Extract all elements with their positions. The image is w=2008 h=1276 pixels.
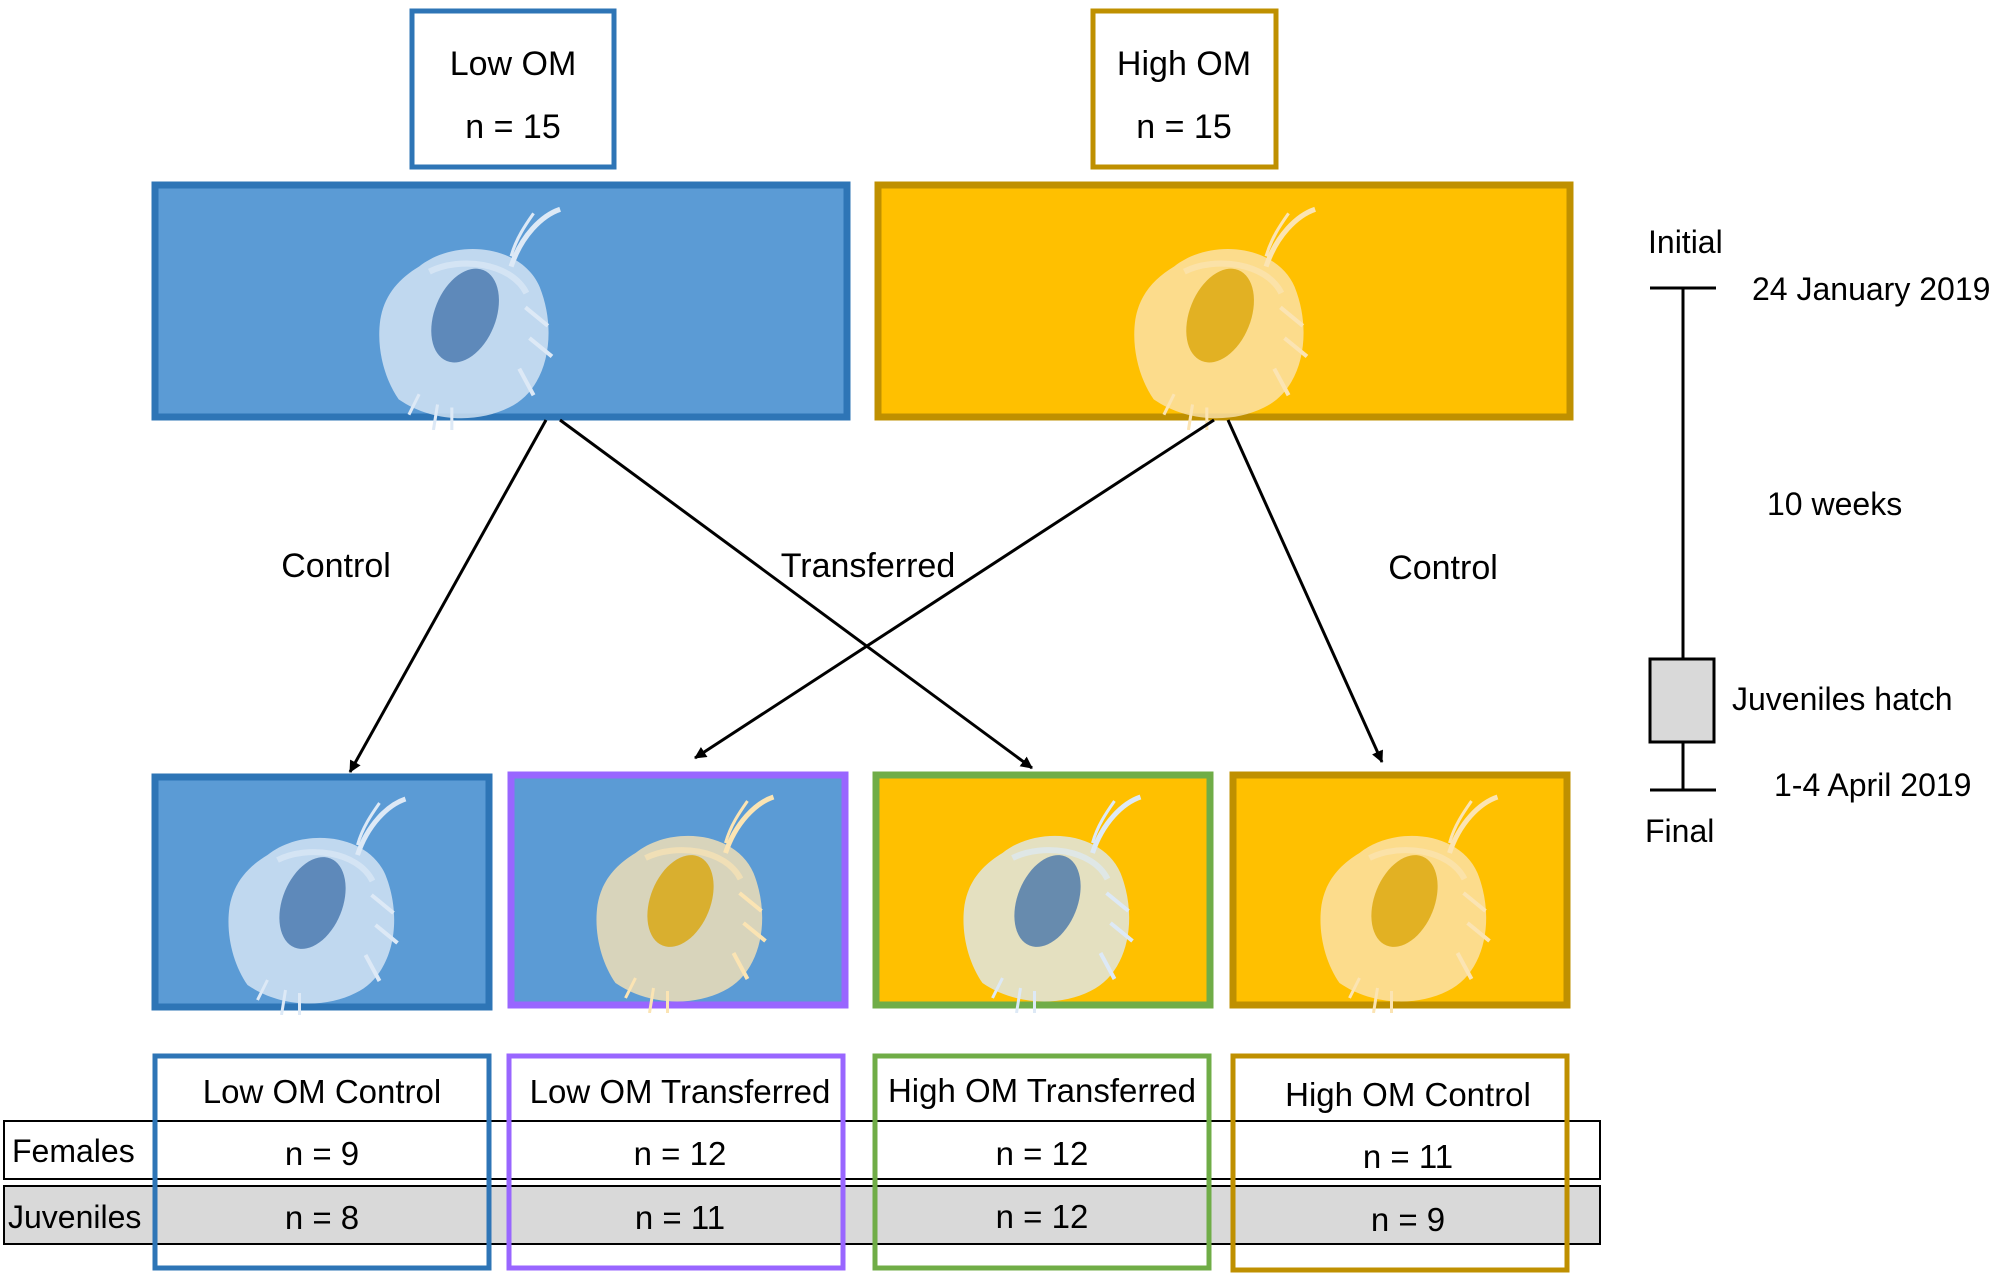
group-name-high-om: High OM [1117, 45, 1251, 83]
habitat-panel-low-om [151, 181, 851, 432]
juveniles-row [3, 1185, 1601, 1245]
females-count: n = 12 [634, 1135, 727, 1172]
females-count: n = 12 [996, 1135, 1089, 1172]
top-group-high-om: High OM n = 15 [1090, 8, 1279, 170]
timeline-start-date: 24 January 2019 [1752, 271, 1990, 307]
group-label-box-high-om [1090, 8, 1279, 170]
treatment-label: High OM Control [1285, 1076, 1531, 1113]
juveniles-count: n = 8 [285, 1199, 359, 1236]
arrow-high-control [1226, 419, 1384, 763]
timeline-end-date: 1-4 April 2019 [1774, 767, 1971, 803]
result-box-high-om-control: High OM Control n = 11 n = 9 [1230, 1053, 1570, 1273]
treatment-label: Low OM Transferred [530, 1073, 831, 1110]
arrow-label-transferred: Transferred [781, 547, 955, 585]
juveniles-count: n = 12 [996, 1198, 1089, 1235]
females-count: n = 9 [285, 1135, 359, 1172]
arrow-label-left-control: Control [281, 547, 391, 585]
females-count: n = 11 [1363, 1138, 1453, 1175]
treatment-panel-low-om-control [151, 773, 493, 1017]
result-box-low-om-transferred: Low OM Transferred n = 12 n = 11 [506, 1053, 846, 1271]
hatch-period-box [1648, 657, 1716, 744]
arrow-low-to-high [559, 418, 1033, 770]
result-box-high-om-transferred: High OM Transferred n = 12 n = 12 [872, 1053, 1212, 1271]
arrow-label-right-control: Control [1388, 549, 1498, 587]
juveniles-count: n = 11 [635, 1199, 725, 1236]
females-row [3, 1120, 1601, 1180]
timeline-hatch-label: Juveniles hatch [1732, 681, 1953, 717]
group-n-high-om: n = 15 [1136, 108, 1231, 146]
timeline-initial-label: Initial [1648, 224, 1723, 260]
treatment-panel-high-om-transferred [872, 771, 1214, 1015]
row-label-females: Females [12, 1133, 135, 1169]
treatment-panel-low-om-transferred [507, 771, 849, 1015]
timeline: Initial 24 January 2019 10 weeks Juvenil… [1645, 224, 1990, 849]
group-label-box-low-om [409, 8, 617, 170]
group-n-low-om: n = 15 [465, 108, 560, 146]
result-box-low-om-control: Low OM Control n = 9 n = 8 [152, 1053, 492, 1271]
top-group-low-om: Low OM n = 15 [409, 8, 617, 170]
treatment-label: High OM Transferred [888, 1072, 1196, 1109]
arrow-high-to-low [694, 418, 1215, 760]
arrow-low-control [348, 419, 548, 773]
timeline-final-label: Final [1645, 813, 1714, 849]
treatment-label: Low OM Control [203, 1073, 441, 1110]
group-name-low-om: Low OM [450, 45, 577, 83]
habitat-panel-high-om [874, 181, 1574, 432]
timeline-duration: 10 weeks [1767, 486, 1902, 522]
transfer-arrows [348, 418, 1384, 773]
treatment-panel-high-om-control [1229, 771, 1571, 1015]
row-label-juveniles: Juveniles [8, 1199, 141, 1235]
juveniles-count: n = 9 [1371, 1201, 1445, 1238]
